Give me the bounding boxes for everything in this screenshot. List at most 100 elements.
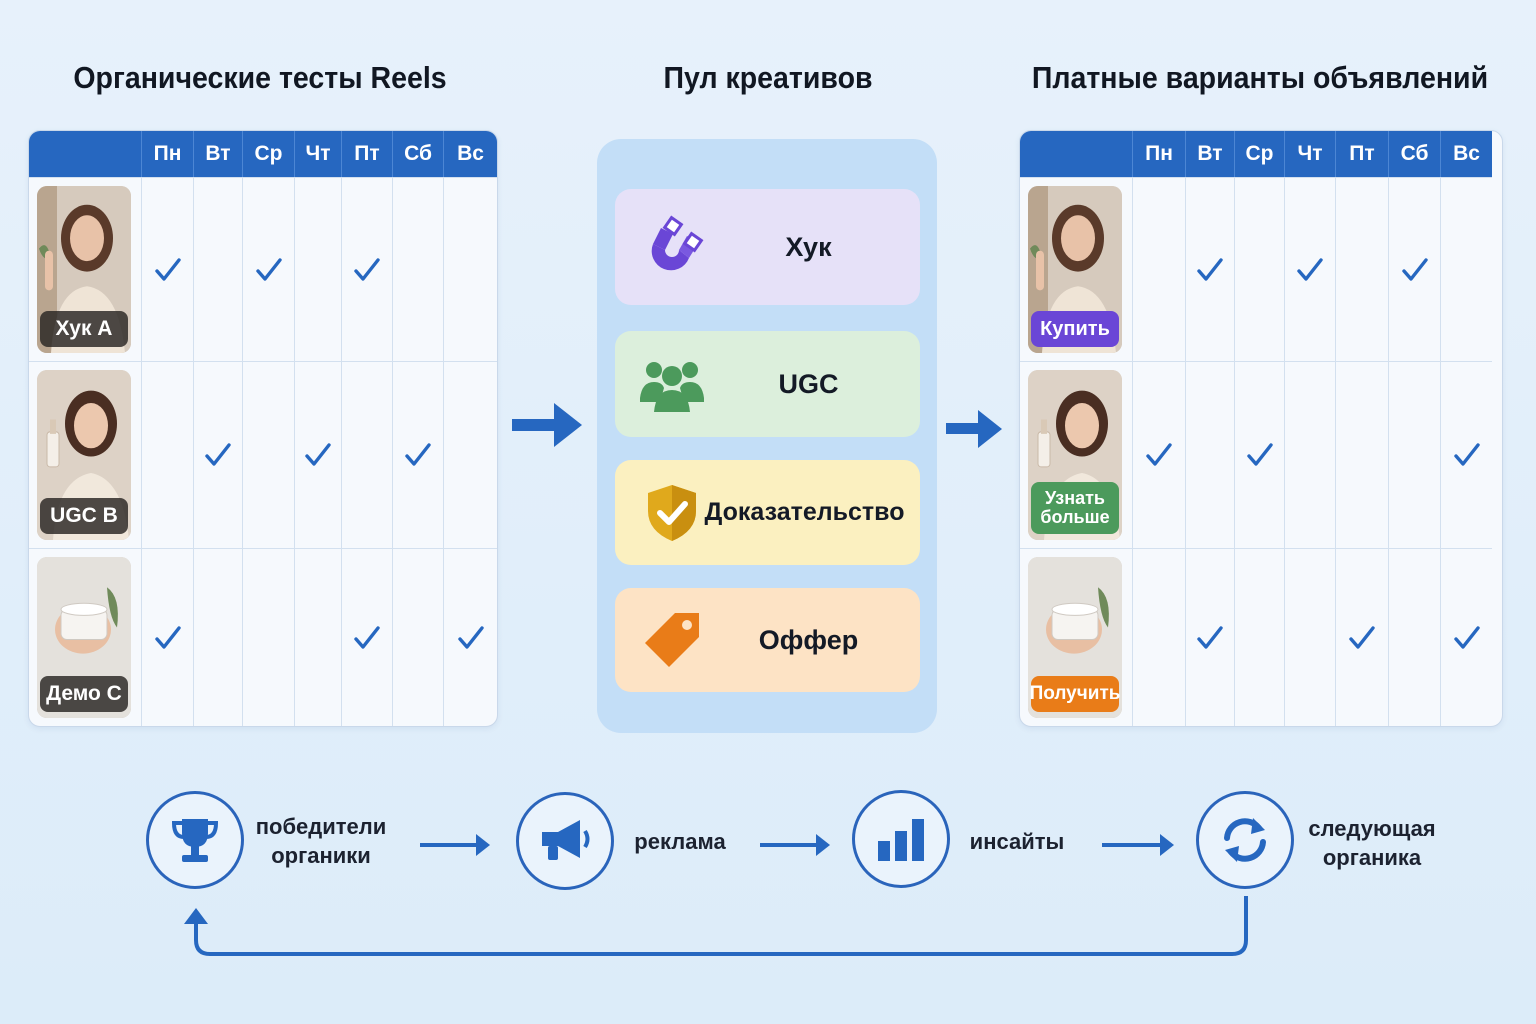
day-header: Вс [443, 131, 497, 177]
table-row-thumbnail: UGC B [29, 361, 141, 548]
day-cell[interactable] [141, 548, 193, 726]
day-header: Вт [1185, 131, 1234, 177]
flow-step-winners[interactable] [146, 791, 244, 889]
paid-schedule-table: Пн Вт Ср Чт Пт Сб Вс Купить [1019, 130, 1503, 727]
table-row-thumbnail: Демо C [29, 548, 141, 726]
day-cell[interactable] [1185, 361, 1234, 548]
day-cell[interactable] [294, 177, 341, 361]
check-icon [154, 257, 181, 281]
day-cell[interactable] [1388, 548, 1440, 726]
ad-thumbnail[interactable]: Купить [1028, 186, 1122, 353]
table-corner-header [29, 131, 141, 177]
pool-card-label: Оффер [758, 624, 859, 655]
day-cell[interactable] [341, 361, 392, 548]
pool-card-label: Доказательство [704, 498, 905, 526]
shield-check-icon [637, 478, 707, 548]
day-cell[interactable] [141, 361, 193, 548]
pool-card-offer[interactable]: Оффер [615, 588, 920, 692]
day-cell[interactable] [193, 177, 242, 361]
creative-pool-panel: Хук UGC Доказательство [597, 139, 937, 733]
reel-thumbnail[interactable]: UGC B [37, 370, 131, 540]
day-cell[interactable] [1284, 177, 1335, 361]
day-cell[interactable] [392, 361, 443, 548]
day-cell[interactable] [1440, 548, 1492, 726]
day-cell[interactable] [1234, 177, 1284, 361]
day-cell[interactable] [1185, 548, 1234, 726]
day-cell[interactable] [141, 177, 193, 361]
day-cell[interactable] [1132, 177, 1185, 361]
day-cell[interactable] [242, 361, 294, 548]
pool-card-label: Хук [785, 231, 832, 262]
day-header: Пн [141, 131, 193, 177]
day-header: Вт [193, 131, 242, 177]
day-cell[interactable] [1388, 177, 1440, 361]
table-row-thumbnail: Хук A [29, 177, 141, 361]
check-icon [354, 625, 380, 649]
refresh-icon [1224, 818, 1266, 862]
day-cell[interactable] [294, 548, 341, 726]
day-cell[interactable] [1132, 361, 1185, 548]
day-cell[interactable] [1335, 361, 1388, 548]
table-corner-header [1020, 131, 1132, 177]
cta-label: Получить [1030, 676, 1120, 712]
check-icon [1297, 257, 1323, 281]
day-cell[interactable] [392, 177, 443, 361]
check-icon [1453, 443, 1480, 466]
pool-card-proof[interactable]: Доказательство [615, 460, 920, 565]
day-cell[interactable] [1234, 548, 1284, 726]
day-header: Сб [392, 131, 443, 177]
day-cell[interactable] [1388, 361, 1440, 548]
day-cell[interactable] [392, 548, 443, 726]
ad-thumbnail[interactable]: Получить [1028, 557, 1122, 718]
thumbnail-label: UGC B [40, 498, 128, 534]
flow-step-insights[interactable] [852, 790, 950, 888]
table-row-thumbnail: Купить [1020, 177, 1132, 361]
day-cell[interactable] [242, 548, 294, 726]
day-header: Ср [242, 131, 294, 177]
thumbnail-label: Хук A [40, 311, 128, 347]
flow-step-label: следующая органика [1308, 816, 1436, 870]
pool-card-hook[interactable]: Хук [615, 189, 920, 305]
day-cell[interactable] [1284, 548, 1335, 726]
magnet-icon [637, 212, 707, 282]
day-cell[interactable] [443, 548, 497, 726]
day-cell[interactable] [1284, 361, 1335, 548]
day-cell[interactable] [193, 361, 242, 548]
cta-label: Купить [1031, 311, 1119, 347]
day-cell[interactable] [1335, 177, 1388, 361]
arrow-right-icon [946, 410, 1002, 448]
day-cell[interactable] [341, 177, 392, 361]
reel-thumbnail[interactable]: Демо C [37, 557, 131, 718]
day-header: Ср [1234, 131, 1284, 177]
day-cell[interactable] [1440, 177, 1492, 361]
pool-card-label: UGC [778, 368, 839, 399]
cta-label: Узнать больше [1031, 482, 1119, 534]
day-header: Чт [294, 131, 341, 177]
day-cell[interactable] [1234, 361, 1284, 548]
day-cell[interactable] [1440, 361, 1492, 548]
flow-step-next-organic[interactable] [1196, 791, 1294, 889]
reel-thumbnail[interactable]: Хук A [37, 186, 131, 353]
people-icon [637, 349, 707, 419]
day-cell[interactable] [294, 361, 341, 548]
check-icon [405, 443, 431, 466]
check-icon [154, 625, 181, 649]
creative-pool-title: Пул креативов [663, 60, 873, 95]
day-cell[interactable] [242, 177, 294, 361]
day-cell[interactable] [443, 361, 497, 548]
day-cell[interactable] [443, 177, 497, 361]
check-icon [305, 443, 331, 466]
flow-step-label: реклама [634, 829, 726, 854]
ad-thumbnail[interactable]: Узнать больше [1028, 370, 1122, 540]
day-cell[interactable] [193, 548, 242, 726]
pool-card-ugc[interactable]: UGC [615, 331, 920, 437]
day-cell[interactable] [1335, 548, 1388, 726]
paid-variants-title: Платные варианты объявлений [1031, 60, 1489, 95]
check-icon [1401, 257, 1428, 281]
day-cell[interactable] [1132, 548, 1185, 726]
day-cell[interactable] [1185, 177, 1234, 361]
flow-step-ads[interactable] [516, 792, 614, 890]
day-cell[interactable] [341, 548, 392, 726]
day-header: Чт [1284, 131, 1335, 177]
flow-step-label: победители органики [255, 814, 387, 868]
